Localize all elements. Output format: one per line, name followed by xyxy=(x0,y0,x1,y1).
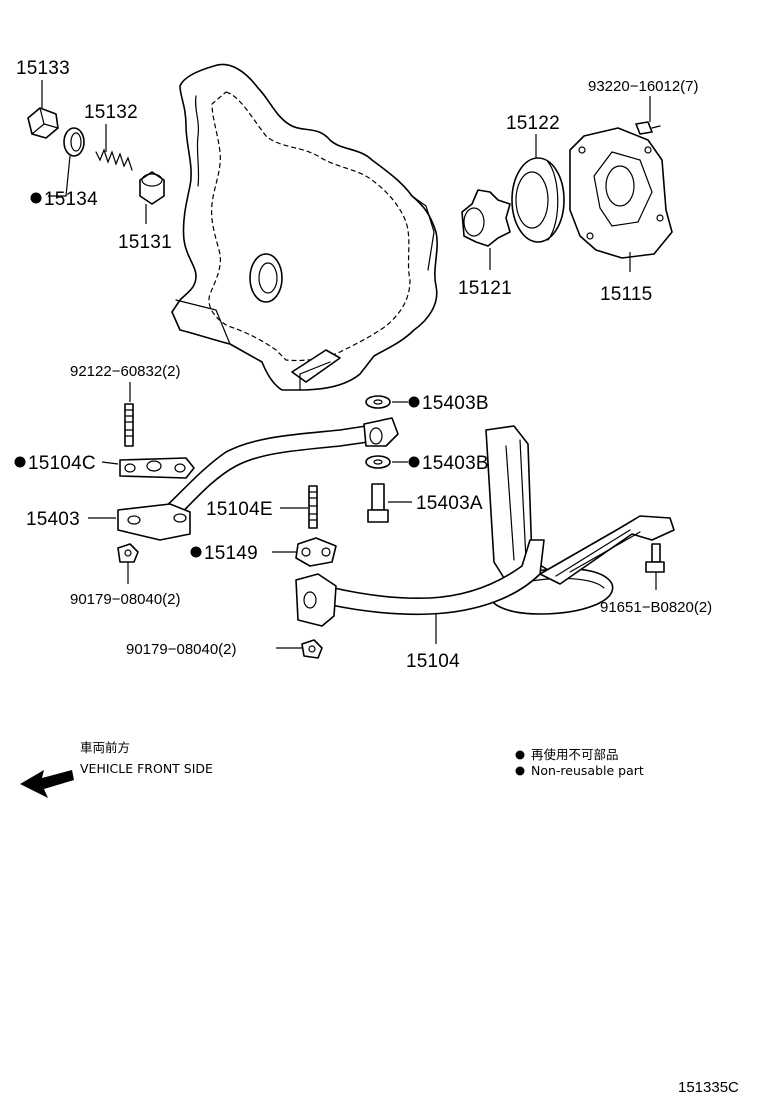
legend-jp: 再使用不可部品 xyxy=(531,747,619,762)
label-15104E: 15104E xyxy=(206,499,273,520)
label-91651: 91651−B0820(2) xyxy=(600,599,712,616)
label-15134: 15134 xyxy=(44,189,98,210)
label-15149: 15149 xyxy=(204,543,258,564)
label-15131: 15131 xyxy=(118,232,172,253)
nut-90179-b xyxy=(301,639,323,659)
nut-90179-a xyxy=(117,543,139,563)
label-15104: 15104 xyxy=(406,651,460,672)
leader-lines xyxy=(41,80,657,649)
drive-rotor-15121 xyxy=(461,189,511,247)
bolt-91651 xyxy=(645,543,665,573)
bolt-93220 xyxy=(635,121,661,135)
relief-valve-plug-15133 xyxy=(27,107,59,139)
illustration-reference-number: 151335C xyxy=(678,1079,739,1096)
label-15115: 15115 xyxy=(600,284,652,305)
label-15403B-top: 15403B xyxy=(422,393,489,414)
pump-cover-15115 xyxy=(569,127,673,259)
label-15122: 15122 xyxy=(506,113,560,134)
vehicle-front-indicator: 車両前方 VEHICLE FRONT SIDE xyxy=(20,740,213,798)
non-reusable-dot-icon xyxy=(14,456,26,468)
driven-rotor-15122 xyxy=(511,157,565,243)
part-labels: 15133 15132 15134 15131 15122 93220−1601… xyxy=(14,58,712,672)
legend: 再使用不可部品 Non-reusable part xyxy=(515,747,644,778)
label-15104C: 15104C xyxy=(28,453,96,474)
spring-15132 xyxy=(95,148,133,171)
direction-label-jp: 車両前方 xyxy=(80,740,130,755)
label-15121: 15121 xyxy=(458,278,512,299)
label-92122: 92122−60832(2) xyxy=(70,363,181,380)
direction-label-en: VEHICLE FRONT SIDE xyxy=(80,761,213,776)
non-reusable-dot-icon xyxy=(408,396,420,408)
legend-dot-icon xyxy=(515,766,525,776)
gasket-15134 xyxy=(63,127,85,157)
union-bolt-15403A xyxy=(367,483,389,523)
non-reusable-dot-icon xyxy=(30,192,42,204)
gasket-15104C xyxy=(119,457,195,479)
gasket-15149 xyxy=(295,537,337,567)
label-15403A: 15403A xyxy=(416,493,483,514)
stud-92122 xyxy=(124,403,134,447)
valve-15131 xyxy=(139,171,165,205)
label-15403: 15403 xyxy=(26,509,80,530)
non-reusable-dot-icon xyxy=(190,546,202,558)
legend-en: Non-reusable part xyxy=(531,763,644,778)
stud-15104E xyxy=(308,485,318,529)
oil-pipe-15403 xyxy=(117,417,399,541)
label-15132: 15132 xyxy=(84,102,138,123)
washer-15403B-mid xyxy=(365,455,391,469)
timing-cover-illustration xyxy=(171,63,438,391)
label-15133: 15133 xyxy=(16,58,70,79)
non-reusable-dot-icon xyxy=(408,456,420,468)
oil-strainer-15104 xyxy=(295,425,675,627)
legend-dot-icon xyxy=(515,750,525,760)
washer-15403B-top xyxy=(365,395,391,409)
label-90179-b: 90179−08040(2) xyxy=(126,641,237,658)
label-15403B-mid: 15403B xyxy=(422,453,489,474)
label-93220: 93220−16012(7) xyxy=(588,78,699,95)
arrow-left-icon xyxy=(20,770,74,798)
label-90179-a: 90179−08040(2) xyxy=(70,591,181,608)
